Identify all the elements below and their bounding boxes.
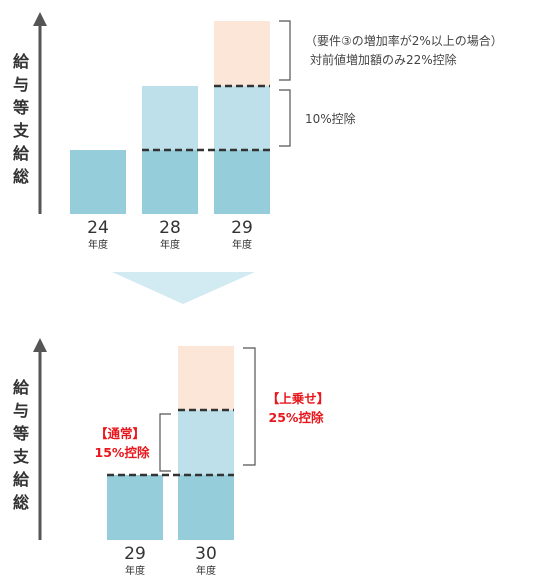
extra-label-line1: 【上乗せ】: [267, 391, 330, 406]
top-axis-char-3: 支: [12, 121, 30, 140]
note-top-line1: （要件③の増加率が2%以上の場合）: [305, 33, 503, 48]
year-label-29: 29: [231, 218, 253, 238]
down-arrow-icon: [112, 272, 255, 304]
nendo-label: 年度: [125, 564, 145, 577]
bottom-axis-char-0: 給: [13, 378, 30, 397]
nendo-label: 年度: [196, 564, 216, 577]
bar-29b-base: [107, 475, 163, 540]
top-axis-char-4: 給: [13, 144, 30, 163]
bottom-axis-arrowhead-icon: [33, 338, 47, 352]
year-label-24: 24: [87, 218, 109, 238]
year-label-29b: 29: [124, 544, 146, 564]
top-axis-arrowhead-icon: [33, 12, 47, 26]
extra-label-line2: 25%控除: [269, 410, 324, 425]
bar-29-mid: [214, 86, 270, 150]
bracket-extra: [243, 347, 256, 466]
normal-label-line1: 【通常】: [95, 426, 145, 441]
bottom-axis-label: 給 与 等 支 給 総: [12, 378, 35, 512]
bottom-chart: 給 与 等 支 給 総 【通常】 15%控除 【上乗せ】 25%控除 29 年度…: [12, 338, 329, 577]
bar-29-base: [214, 150, 270, 214]
top-axis-char-5: 総: [13, 167, 29, 186]
bottom-axis-char-3: 支: [12, 447, 30, 466]
bar-28-base: [142, 150, 198, 214]
nendo-label: 年度: [232, 238, 252, 251]
bar-30-base: [178, 475, 234, 540]
bar-30-mid: [178, 410, 234, 475]
bottom-axis-char-5: 総: [13, 493, 29, 512]
bracket-mid: [279, 89, 291, 147]
bracket-top: [279, 20, 291, 81]
bar-30-top: [178, 346, 234, 410]
bottom-axis-char-4: 給: [13, 470, 30, 489]
nendo-label: 年度: [88, 238, 108, 251]
year-label-30: 30: [195, 544, 217, 564]
top-axis-char-0: 給: [13, 52, 30, 71]
normal-label-line2: 15%控除: [95, 445, 150, 460]
bottom-axis-char-2: 等: [12, 424, 29, 443]
note-mid: 10%控除: [305, 111, 356, 126]
top-axis-label: 給 与 等 支 給 総: [12, 52, 35, 186]
bottom-axis-char-1: 与: [13, 401, 29, 420]
bar-29-top: [214, 21, 270, 86]
top-axis-char-2: 等: [12, 98, 29, 117]
bar-24-base: [70, 150, 126, 214]
nendo-label: 年度: [160, 238, 180, 251]
bracket-normal: [159, 413, 171, 472]
year-label-28: 28: [159, 218, 181, 238]
note-top-line2: 対前値増加額のみ22%控除: [310, 52, 457, 67]
bar-28-increase: [142, 86, 198, 150]
top-chart: 給 与 等 支 給 総 （要件③の増加率が2%以上の場合） 対前値増加額のみ22…: [12, 12, 503, 251]
top-axis-char-1: 与: [13, 75, 29, 94]
